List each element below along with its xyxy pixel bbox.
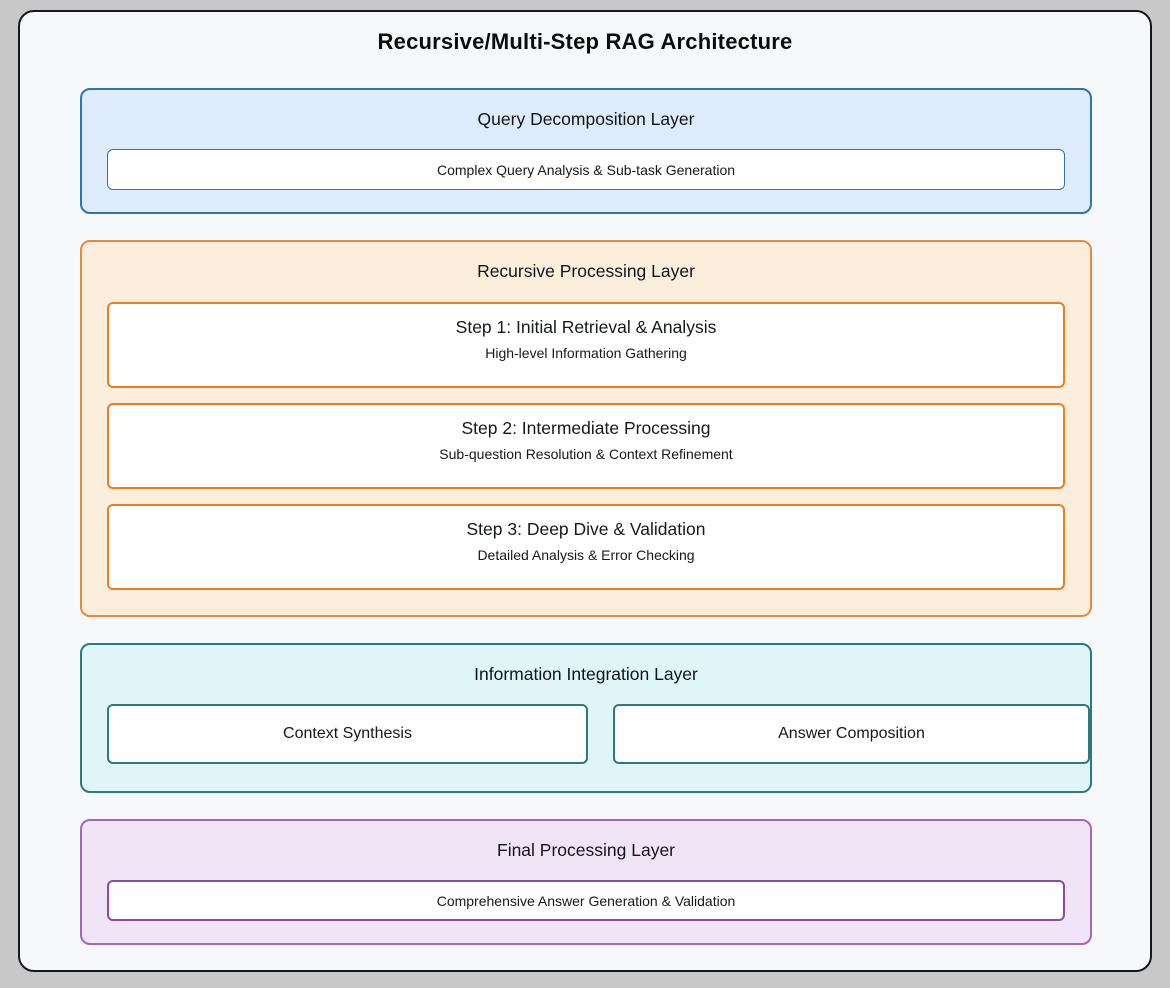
step-subtitle: High-level Information Gathering bbox=[485, 345, 687, 361]
step-title: Step 3: Deep Dive & Validation bbox=[466, 519, 706, 539]
layer-final-processing: Final Processing Layer Comprehensive Ans… bbox=[80, 819, 1092, 945]
step-title: Step 2: Intermediate Processing bbox=[461, 418, 711, 438]
node-answer-composition: Answer Composition bbox=[613, 704, 1090, 764]
layer-title: Final Processing Layer bbox=[497, 840, 675, 860]
integration-row: Context Synthesis Answer Composition bbox=[107, 704, 1090, 764]
layer-query-decomposition: Query Decomposition Layer Complex Query … bbox=[80, 88, 1092, 214]
node-comprehensive-answer: Comprehensive Answer Generation & Valida… bbox=[107, 880, 1065, 921]
node-context-synthesis: Context Synthesis bbox=[107, 704, 588, 764]
node-label: Answer Composition bbox=[778, 725, 925, 742]
node-label: Context Synthesis bbox=[283, 725, 412, 742]
layer-title: Recursive Processing Layer bbox=[477, 261, 695, 281]
diagram-title: Recursive/Multi-Step RAG Architecture bbox=[377, 29, 793, 54]
step-list: Step 1: Initial Retrieval & Analysis Hig… bbox=[107, 302, 1065, 615]
layer-stack: Query Decomposition Layer Complex Query … bbox=[80, 88, 1092, 945]
layer-recursive-processing: Recursive Processing Layer Step 1: Initi… bbox=[80, 240, 1092, 617]
node-label: Complex Query Analysis & Sub-task Genera… bbox=[436, 161, 736, 178]
diagram-canvas: Recursive/Multi-Step RAG Architecture Qu… bbox=[18, 10, 1152, 972]
step-title: Step 1: Initial Retrieval & Analysis bbox=[455, 317, 717, 337]
node-label: Comprehensive Answer Generation & Valida… bbox=[436, 892, 736, 909]
step-subtitle: Detailed Analysis & Error Checking bbox=[477, 547, 695, 563]
layer-title: Information Integration Layer bbox=[474, 664, 698, 684]
node-step-2: Step 2: Intermediate Processing Sub-ques… bbox=[107, 403, 1065, 489]
layer-title: Query Decomposition Layer bbox=[477, 109, 695, 129]
step-subtitle: Sub-question Resolution & Context Refine… bbox=[439, 446, 733, 462]
layer-information-integration: Information Integration Layer Context Sy… bbox=[80, 643, 1092, 793]
node-step-1: Step 1: Initial Retrieval & Analysis Hig… bbox=[107, 302, 1065, 388]
node-step-3: Step 3: Deep Dive & Validation Detailed … bbox=[107, 504, 1065, 590]
node-complex-query-analysis: Complex Query Analysis & Sub-task Genera… bbox=[107, 149, 1065, 190]
